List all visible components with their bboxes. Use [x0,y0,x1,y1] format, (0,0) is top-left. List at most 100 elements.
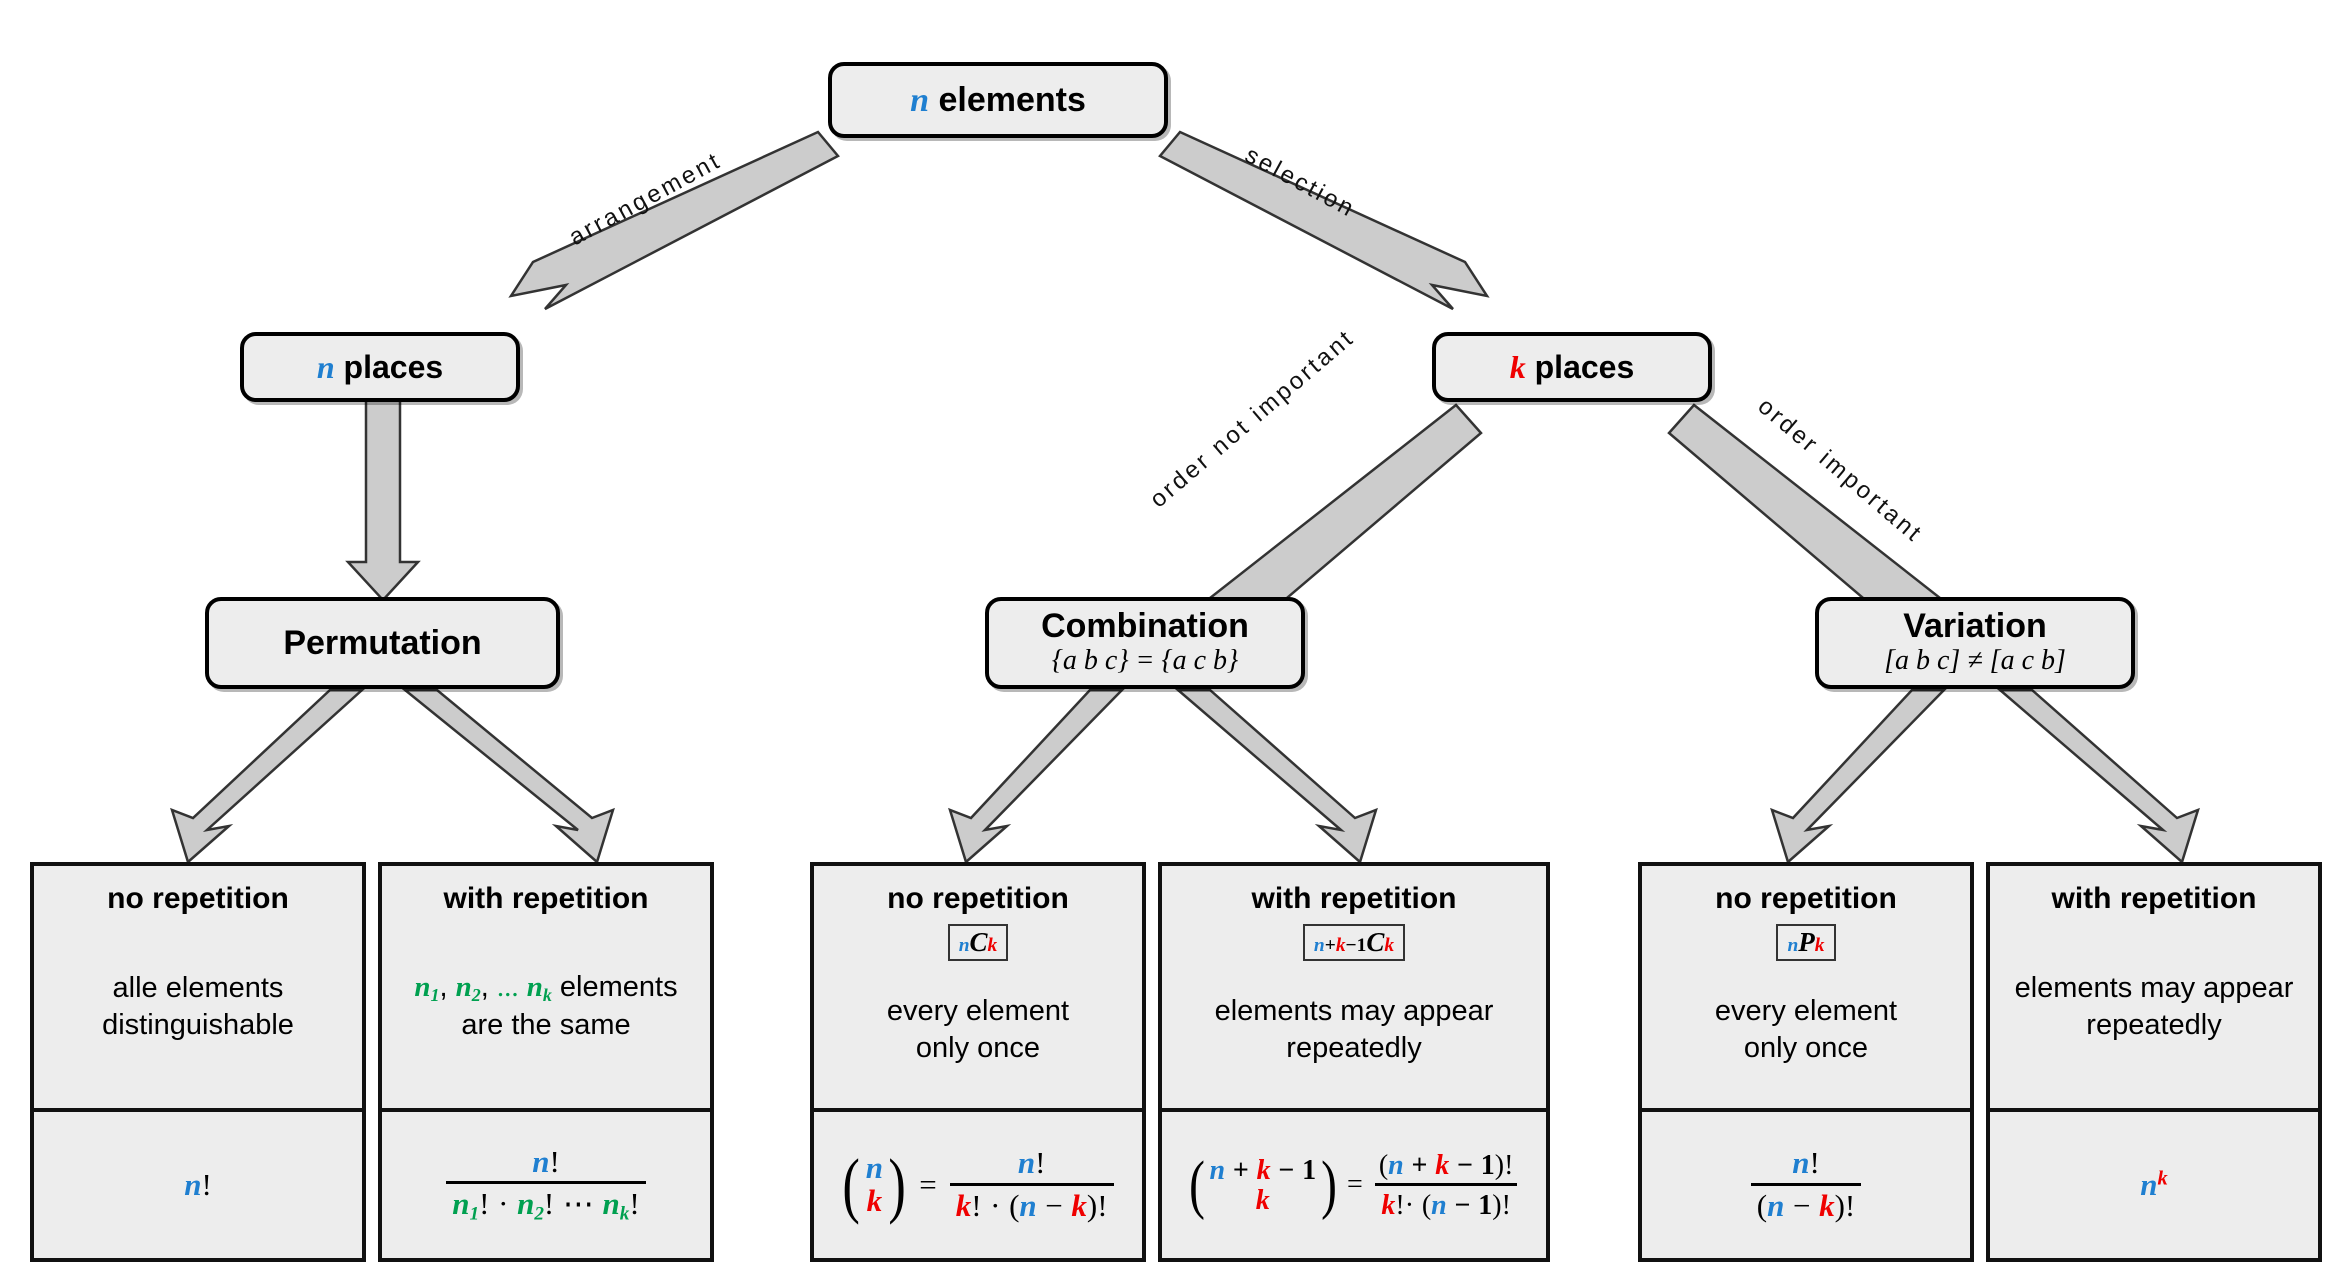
card-header: no repetition [1715,882,1897,915]
variable-n: n [1787,935,1799,956]
card-var-with-rep[interactable]: with repetition elements may appear repe… [1986,862,2322,1262]
card-comb-no-rep[interactable]: no repetition nCk every element only onc… [810,862,1146,1262]
equals-sign: = [919,1167,937,1202]
card-comb-with-rep[interactable]: with repetition n+k−1Ck elements may app… [1158,862,1550,1262]
variable-n: n [184,1167,202,1202]
arrow-permutation-link [345,396,421,602]
comma: , [439,971,448,1004]
variable-n: n [316,348,335,385]
card-formula-var-no-rep: n! (n − k)! [1642,1108,1970,1258]
left-paren: ( [842,1143,861,1225]
card-comb-with-rep-top: with repetition n+k−1Ck elements may app… [1162,866,1546,1108]
card-perm-no-rep[interactable]: no repetition alle elements distinguisha… [30,862,366,1262]
arrow-var-no-rep [1770,688,1947,865]
arrow-comb-with-rep [1174,688,1378,865]
node-k-places-label: k places [1510,349,1635,386]
card-header: with repetition [443,882,649,915]
node-combination-title: Combination [1041,607,1249,646]
node-combination-subtitle: {a b c} = {a c b} [1051,644,1239,676]
node-n-elements[interactable]: n elements [828,62,1168,138]
node-n-elements-label: n elements [910,81,1086,120]
node-variation[interactable]: Variation [a b c] ≠ [a c b] [1815,597,2135,689]
arrow-perm-with-rep [401,688,615,865]
arrow-selection [1158,130,1490,311]
numerator: n! [1017,1145,1046,1181]
variable-n: n [910,81,930,119]
numerator: n! [1792,1145,1820,1181]
letter-C: C [1366,927,1385,957]
variable-nk: nk [526,971,552,1006]
node-k-places-word: places [1534,348,1635,385]
card-var-with-rep-top: with repetition elements may appear repe… [1990,866,2318,1108]
left-paren: ( [1188,1148,1205,1222]
arrow-perm-no-rep [170,688,366,865]
denominator: (n − k)! [1750,1183,1862,1224]
notation-badge-nPk: nPk [1776,924,1836,962]
node-permutation[interactable]: Permutation [205,597,560,689]
card-description: alle elements distinguishable [102,970,294,1044]
numerator: n! [532,1143,560,1179]
fraction: n! k! · (n − k)! [949,1145,1114,1224]
right-paren: ) [1321,1148,1337,1222]
desc-line-2: are the same [461,1009,631,1042]
exponent-k: k [2157,1167,2168,1190]
card-comb-no-rep-top: no repetition nCk every element only onc… [814,866,1142,1108]
node-k-places[interactable]: k places [1432,332,1712,402]
node-permutation-title: Permutation [283,623,482,662]
variable-n: n [2140,1167,2158,1202]
variable-k: k [1814,935,1825,956]
card-perm-with-rep[interactable]: with repetition n1, n2, ... nk elements … [378,862,714,1262]
badge-subscript-expression: n+k−1 [1313,935,1367,956]
node-variation-title: Variation [1903,607,2047,646]
desc-line-1: n1, n2, ... nk elements [414,969,677,1007]
arrow-arrangement [508,130,840,311]
right-paren: ) [888,1143,906,1225]
fraction: n! (n − k)! [1750,1145,1862,1224]
arrow-comb-no-rep [948,688,1125,865]
card-formula-perm-with-rep: n! n1! · n2! ⋯ nk! [382,1108,710,1258]
card-description: elements may appear repeatedly [1215,993,1494,1067]
desc-line-1: every element [886,994,1070,1027]
node-n-places-label: n places [317,349,443,386]
card-var-no-rep[interactable]: no repetition nPk every element only onc… [1638,862,1974,1262]
variable-k: k [1384,935,1395,956]
card-header: with repetition [2051,882,2257,915]
desc-line-1: elements may appear [1214,994,1494,1027]
desc-line-2: repeatedly [2086,1009,2222,1041]
desc-line-2: only once [1743,1031,1869,1064]
numerator: (n + k − 1)! [1378,1149,1514,1181]
variable-n1: n1 [414,971,440,1006]
card-formula-comb-with-rep: ( n + k − 1 k ) = (n + k − 1)! k!· (n − … [1162,1108,1546,1258]
card-description: every element only once [887,993,1069,1067]
card-perm-with-rep-top: with repetition n1, n2, ... nk elements … [382,866,710,1108]
desc-word: elements [559,971,678,1004]
notation-badge-nCk: nCk [947,924,1009,962]
card-header: no repetition [107,882,289,915]
desc-line-1: elements may appear [2014,971,2294,1004]
card-formula-perm-no-rep: n! [34,1108,362,1258]
node-n-places-word: places [343,348,444,385]
card-header: no repetition [887,882,1069,915]
letter-C: C [969,927,988,957]
letter-P: P [1798,927,1815,957]
card-formula-var-with-rep: nk [1990,1108,2318,1258]
node-n-places[interactable]: n places [240,332,520,402]
card-description: every element only once [1715,993,1897,1067]
variable-k: k [987,935,998,956]
equals-sign: = [1347,1169,1363,1200]
variable-k: k [1509,348,1526,385]
card-description: n1, n2, ... nk elements are the same [414,969,677,1044]
arrow-var-with-rep [1996,688,2200,865]
card-description: elements may appear repeatedly [2015,970,2294,1044]
ellipsis: ... [496,971,519,1004]
card-header: with repetition [1251,882,1457,915]
denominator: k!· (n − 1)! [1375,1183,1517,1221]
node-variation-subtitle: [a b c] ≠ [a c b] [1884,644,2066,676]
denominator: k! · (n − k)! [949,1183,1114,1224]
notation-badge-npk1Ck: n+k−1Ck [1302,924,1406,962]
fraction: n! n1! · n2! ⋯ nk! [446,1143,646,1226]
node-combination[interactable]: Combination {a b c} = {a c b} [985,597,1305,689]
